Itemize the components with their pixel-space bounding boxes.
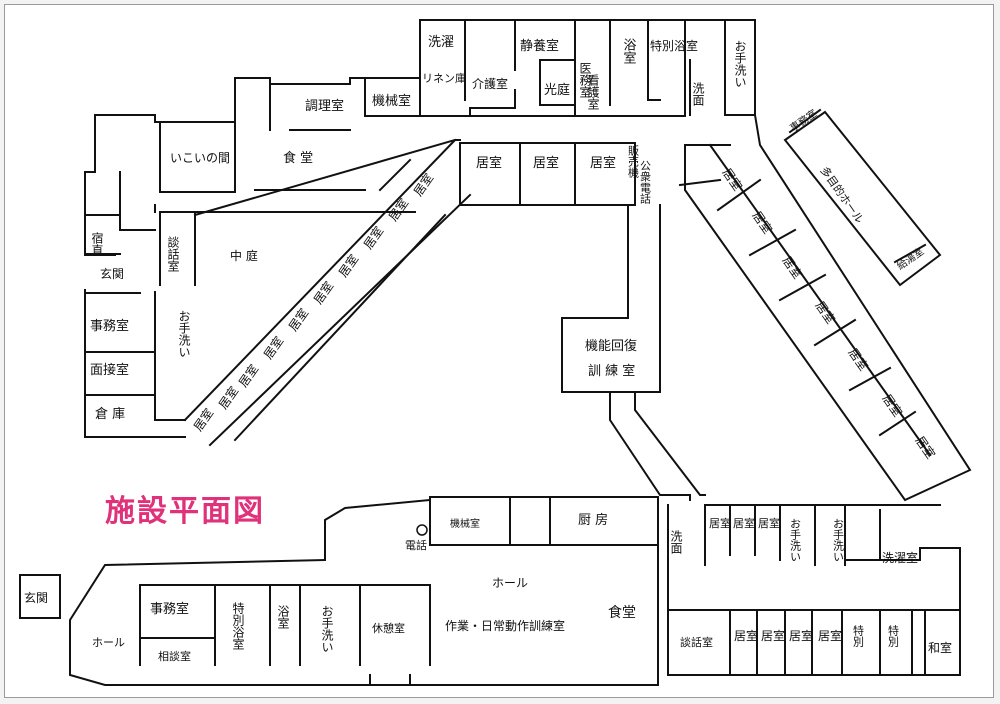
label-workshop: 作業・日常動作訓練室: [445, 618, 565, 633]
label-rehab-2: 訓 練 室: [588, 363, 635, 379]
label-hand-wash-b1: お手洗い: [789, 518, 802, 562]
label-room-r5: 居室: [846, 345, 872, 373]
label-room-l6: 居室: [285, 305, 311, 333]
label-medical: 医務室: [578, 62, 592, 98]
label-room-l4: 居室: [335, 251, 361, 279]
label-special-2: 特別: [887, 624, 900, 648]
label-office: 事務室: [90, 318, 129, 334]
label-room-l2: 居室: [385, 195, 411, 223]
label-storage: 倉 庫: [95, 407, 125, 422]
label-room-b1: 居室: [709, 516, 731, 530]
label-room-l8: 居室: [235, 361, 261, 389]
label-room-b3: 居室: [758, 516, 780, 530]
label-light-court: 光庭: [544, 82, 570, 98]
label-room-b6: 居室: [789, 628, 813, 643]
label-dining-lower: 食堂: [608, 604, 636, 621]
label-special-1: 特別: [852, 624, 865, 648]
label-special-bath-lower: 特別浴室: [231, 601, 245, 650]
label-japanese: 和室: [928, 640, 952, 655]
label-sales: 販売機: [627, 145, 640, 179]
label-rest-room: 休憩室: [372, 621, 405, 635]
label-washing-top: 洗濯: [428, 35, 454, 50]
label-linen: リネン庫: [422, 71, 466, 85]
label-hand-wash-top: お手洗い: [733, 40, 747, 88]
label-room-b2: 居室: [733, 516, 755, 530]
label-phone: 電話: [405, 538, 427, 552]
label-lounge: いこいの間: [170, 151, 230, 165]
label-bath-lower: 浴室: [276, 605, 290, 629]
label-room-b4: 居室: [734, 628, 758, 643]
label-hand-wash-left: お手洗い: [177, 310, 191, 358]
label-entrance-upper: 玄関: [100, 266, 124, 281]
label-laundry: 洗濯室: [882, 550, 918, 565]
label-room-l3: 居室: [360, 223, 386, 251]
label-bath: 浴室: [621, 38, 637, 64]
label-special-bath: 特別浴室: [650, 38, 698, 53]
label-multi-hall: 多目的ホール: [818, 164, 867, 226]
label-entrance-lower: 玄関: [24, 590, 48, 605]
label-room-r3: 居室: [780, 253, 806, 281]
label-room-c1: 居室: [476, 155, 502, 171]
label-cooking-room: 調理室: [305, 98, 344, 114]
label-washbasin-top: 洗面: [691, 82, 705, 106]
label-care-room: 介護室: [472, 76, 508, 91]
label-interview: 面接室: [90, 362, 129, 378]
label-room-b7: 居室: [818, 628, 842, 643]
label-quiet-room: 静養室: [520, 38, 559, 54]
label-talk-room: 談話室: [166, 235, 180, 272]
label-room-l1: 居室: [410, 170, 436, 198]
label-room-l9: 居室: [215, 383, 241, 411]
label-courtyard: 中 庭: [230, 248, 258, 263]
label-dining-upper: 食 堂: [283, 150, 313, 166]
label-washbasin-lower: 洗面: [669, 530, 683, 554]
label-room-c2: 居室: [533, 155, 559, 171]
label-nursing: 看護室: [586, 74, 600, 110]
label-office-lower: 事務室: [150, 601, 189, 617]
label-hand-wash-lower: お手洗い: [320, 605, 334, 653]
label-night-duty: 宿直: [90, 231, 104, 256]
label-room-c3: 居室: [590, 155, 616, 171]
label-kitchen: 厨 房: [578, 512, 608, 528]
label-room-l5: 居室: [310, 278, 336, 306]
label-hand-wash-b2: お手洗い: [832, 518, 845, 562]
label-machine-room: 機械室: [372, 93, 411, 109]
label-phone-kiosk: 公衆電話: [639, 160, 652, 205]
label-room-b5: 居室: [761, 628, 785, 643]
label-office-small: 事務室: [787, 107, 819, 135]
label-consult: 相談室: [158, 649, 191, 663]
label-hall: ホール: [492, 576, 528, 590]
label-talk: 談話室: [680, 635, 713, 649]
plan-title: 施設平面図: [105, 494, 265, 529]
label-rehab-1: 機能回復: [585, 338, 637, 354]
label-machine-lower: 機械室: [450, 517, 480, 530]
figure-frame: [4, 4, 994, 698]
label-hall-left: ホール: [92, 636, 125, 649]
